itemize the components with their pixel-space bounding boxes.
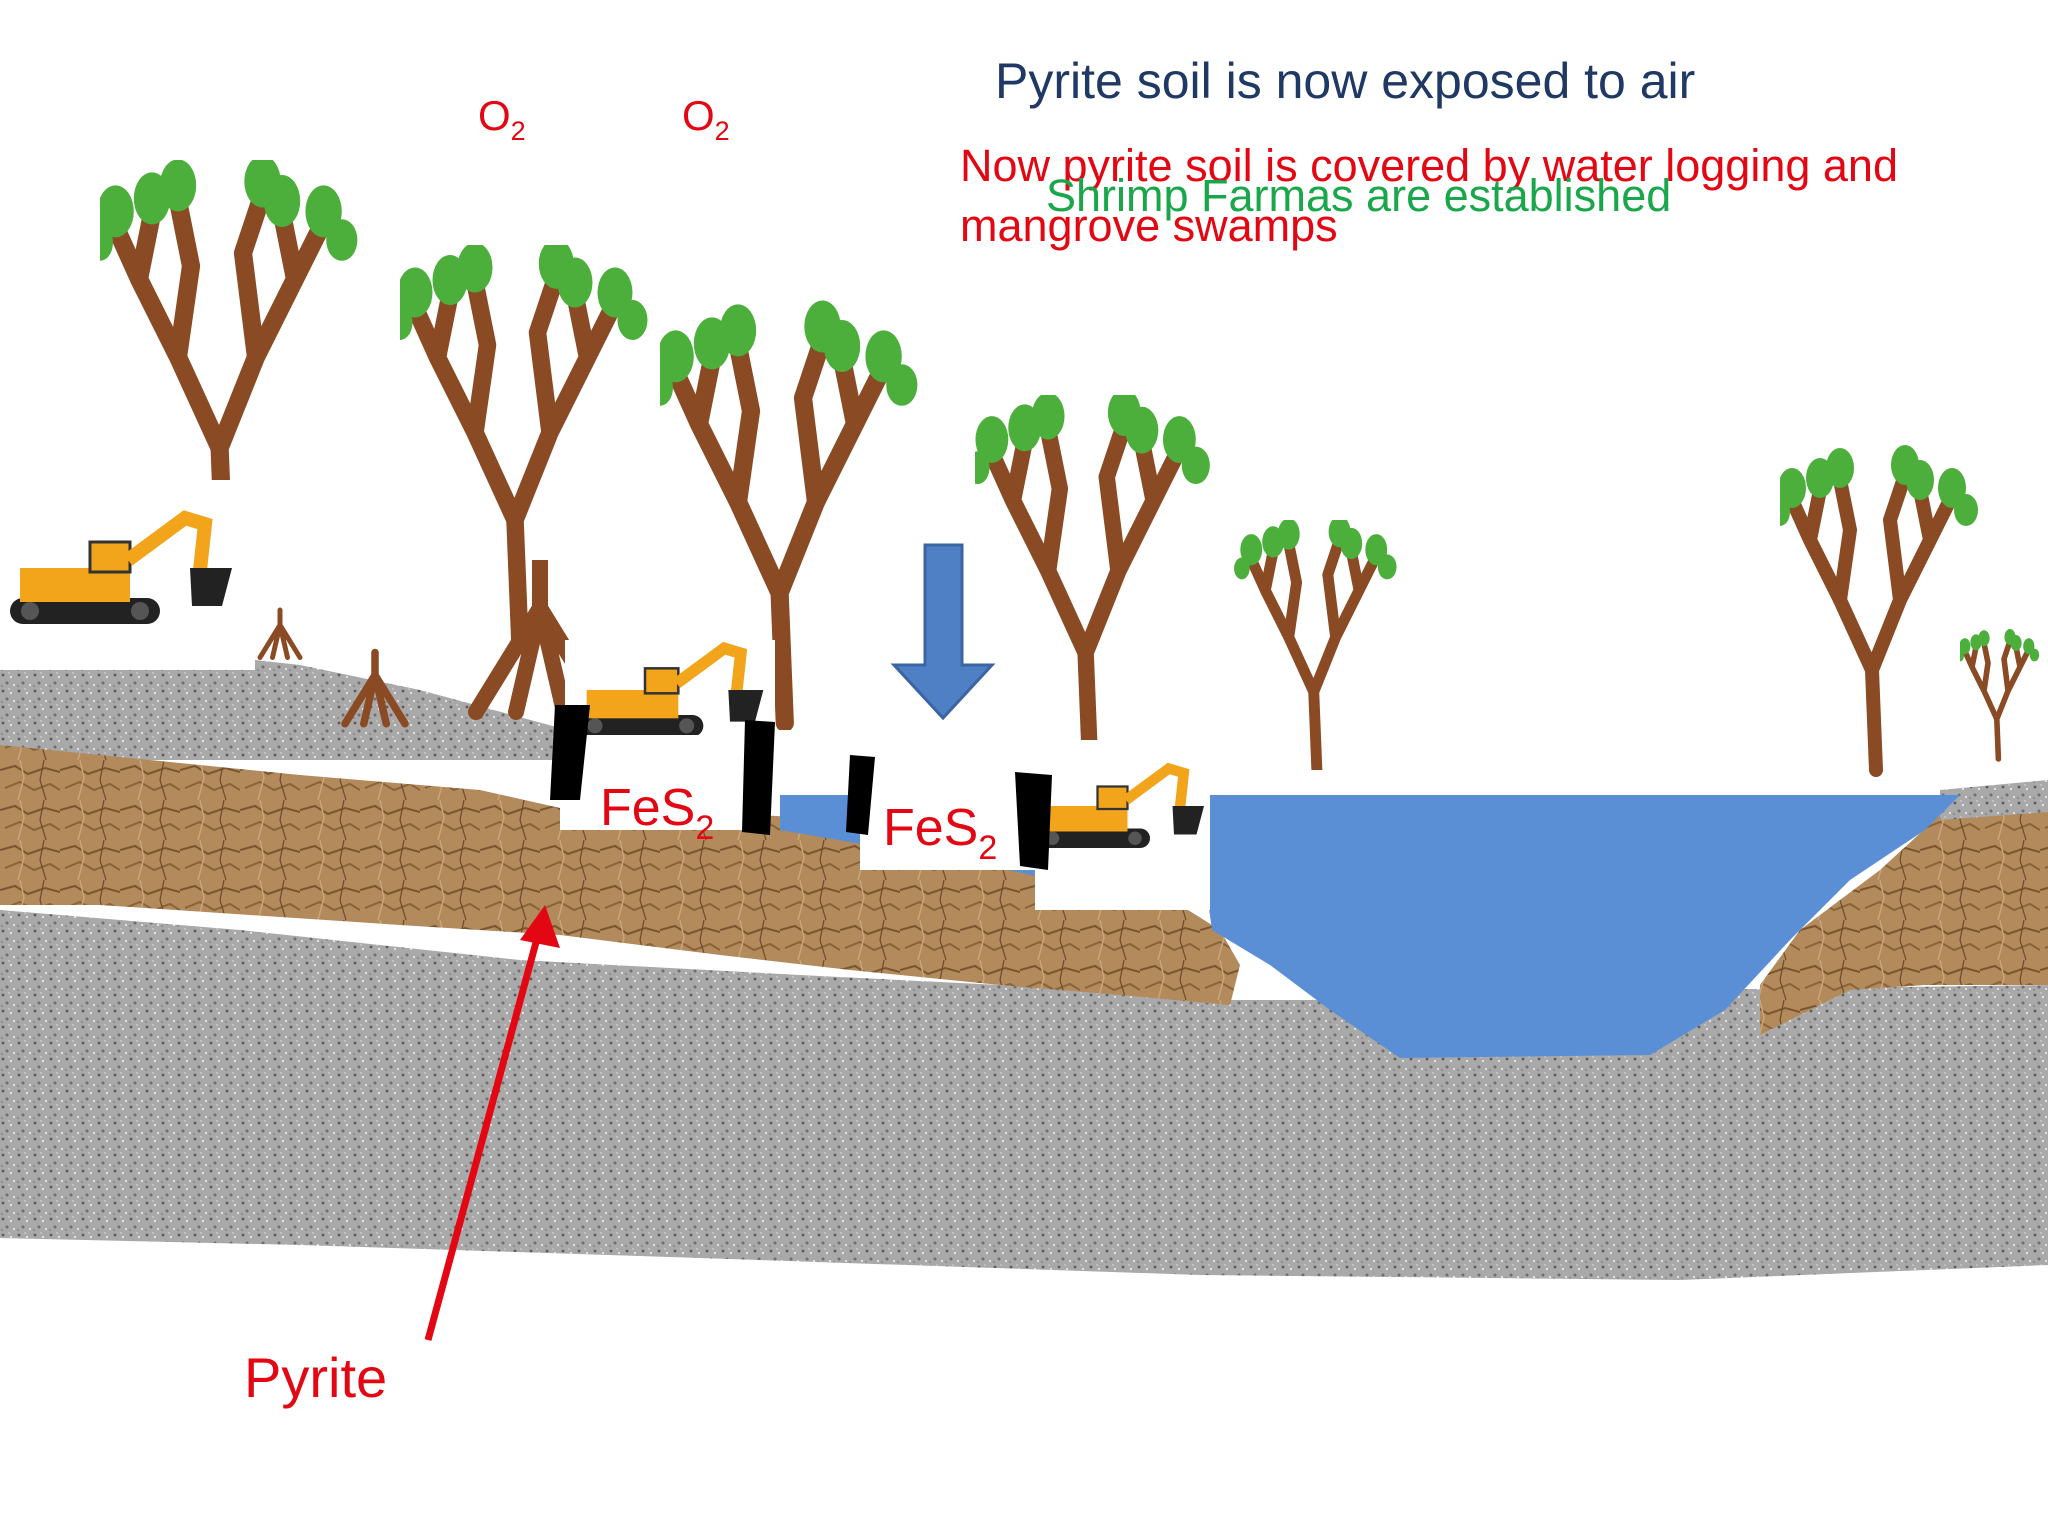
pit-wall-left [550, 705, 590, 800]
arrowhead-icon [520, 905, 560, 948]
fes2-label: FeS2 [600, 779, 715, 847]
pit-wall-right [1015, 772, 1052, 870]
exposed-pit [860, 770, 1045, 870]
arrow-down-icon [890, 543, 996, 721]
pit-wall-right [742, 720, 775, 835]
oxygen-label: O2 [478, 92, 526, 146]
mangrove-tree-icon [1234, 516, 1397, 770]
right-bank-soil [1760, 806, 2048, 1035]
pyrite-label: Pyrite [244, 1346, 388, 1409]
mangrove-roots-icon [260, 610, 300, 658]
title-text: Pyrite soil is now exposed to air [995, 53, 1696, 109]
shrimp-pond-water [1198, 795, 1960, 1058]
mangrove-tree-icon [966, 389, 1210, 770]
mangrove-tree-icon [1770, 445, 1978, 770]
mangrove-tree-icon [1956, 629, 2039, 759]
fes2-label: FeS2 [883, 799, 998, 867]
pit-wall-left [846, 755, 875, 835]
right-bank-gravel [1940, 780, 2048, 820]
waterlogging-note: Now pyrite soil is covered by water logg… [960, 140, 1898, 251]
exposed-pit [560, 735, 750, 830]
oxygen-label: O2 [682, 92, 730, 146]
shrimp-farm-note: Shrimp Farmas are established [1046, 170, 1672, 221]
pyrite-soil-layer [0, 745, 1240, 1005]
pyrite-pointer-arrow [424, 934, 542, 1341]
mangrove-tree-icon [388, 239, 648, 645]
